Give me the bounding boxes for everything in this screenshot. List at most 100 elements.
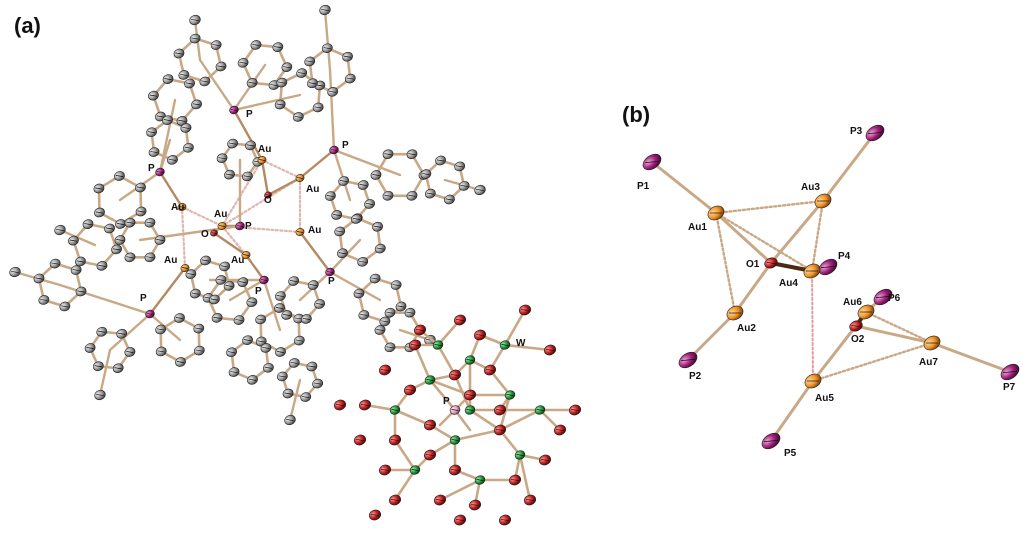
carbon-atom-axis <box>228 142 237 145</box>
carbon-atom-axis <box>264 366 273 369</box>
panel-a: P P P Au Au O Au Au P O Au Au Au P P P W… <box>9 4 582 526</box>
p-c-bond <box>332 148 352 202</box>
carbon-atom-axis <box>218 157 226 160</box>
carbon-atom-axis <box>278 81 286 84</box>
au-au-contact <box>220 158 264 228</box>
au-p-bond <box>930 341 1012 374</box>
oxygen-atom-axis <box>485 368 495 372</box>
carbon-atom-axis <box>290 361 298 364</box>
carbon-atom-axis <box>230 371 238 374</box>
label-o-center: O <box>201 229 209 240</box>
w-o-bond <box>498 408 542 432</box>
phosphorus-atom-axis <box>260 279 268 281</box>
carbon-atom-axis <box>276 295 285 298</box>
carbon-atom-axis <box>309 284 317 286</box>
carbon-atom-axis <box>286 418 294 422</box>
oxygen-atom-axis <box>380 468 390 472</box>
carbon-atom-axis <box>115 175 124 177</box>
carbon-atom-axis <box>239 61 247 64</box>
carbon-atom-axis <box>257 318 265 321</box>
carbon-atom-axis <box>147 131 156 134</box>
oxygen-atom-axis <box>380 368 390 372</box>
oxygen-atom-axis <box>495 408 505 412</box>
tungsten-atom-axis <box>466 359 474 361</box>
w-o-bond <box>438 478 482 502</box>
carbon-atom-axis <box>276 351 285 353</box>
carbon-atom-axis <box>146 221 154 224</box>
au-o-bond <box>714 211 773 265</box>
carbon-atom-axis <box>248 301 256 304</box>
carbon-atom-axis <box>408 153 416 156</box>
p-c-bond <box>328 68 336 152</box>
w-o-bond <box>468 408 502 432</box>
label-p-lower-mid: P <box>255 286 262 297</box>
au-p-bond <box>244 253 266 282</box>
carbon-atom-axis <box>176 361 185 363</box>
carbon-atom-axis <box>276 103 284 106</box>
w-o-bond <box>453 428 502 442</box>
carbon-atom-axis <box>243 175 252 178</box>
label-p-top: P <box>246 109 253 120</box>
phosphorus-atom-axis <box>230 109 238 111</box>
carbon-atom-axis <box>343 55 352 58</box>
carbon-atom-axis <box>112 248 121 251</box>
carbon-atom-axis <box>225 173 234 176</box>
label-O2: O2 <box>851 334 865 345</box>
au-p-bond <box>298 148 336 180</box>
oxygen-atom-axis <box>525 498 535 502</box>
oxygen-atom-axis <box>570 408 580 412</box>
carbon-atom-axis <box>77 290 85 293</box>
oxygen-atom-axis <box>450 373 460 377</box>
carbon-atom-axis <box>56 228 64 232</box>
label-P7: P7 <box>1003 382 1016 393</box>
carbon-atom-axis <box>201 80 209 83</box>
carbon-atom-axis <box>338 252 347 255</box>
phosphorus-atom-axis <box>236 225 244 227</box>
carbon-atom-axis <box>95 211 104 214</box>
au4-au5-contact <box>811 270 814 382</box>
phosphorus-atom-p6-axis <box>875 296 891 298</box>
w-o-bond <box>436 343 457 377</box>
phosphorus-atom-p5-axis <box>763 440 779 442</box>
carbon-atom-axis <box>321 8 329 12</box>
label-o-top: O <box>264 195 272 206</box>
au-p-bond <box>686 311 737 362</box>
methyl-bond <box>323 8 332 72</box>
label-Au6: Au6 <box>843 297 862 308</box>
au-o-bond <box>266 176 302 197</box>
carbon-atom-axis <box>278 375 287 378</box>
au-au-contact <box>811 341 934 383</box>
carbon-atom-axis <box>156 239 164 241</box>
oxygen-atom-axis <box>370 513 380 517</box>
label-p-right-top: P <box>342 140 349 151</box>
carbon-atom-axis <box>212 44 220 47</box>
w-o-bond <box>488 368 512 397</box>
carbon-atom-axis <box>289 280 298 283</box>
w-o-bond <box>428 378 472 397</box>
carbon-atom-axis <box>146 256 154 259</box>
carbon-atom-axis <box>105 227 114 230</box>
p-c-bond <box>232 93 302 112</box>
carbon-atom-axis <box>175 52 183 55</box>
carbon-atom-axis <box>386 311 394 314</box>
phosphorus-atom-axis <box>156 171 164 173</box>
label-Au5: Au5 <box>815 393 834 404</box>
gold-atom-axis <box>219 225 225 227</box>
au-o-bond <box>811 324 858 383</box>
phosphorus-atom-p7-axis <box>1002 371 1018 373</box>
panel-a-atom-labels: P P P Au Au O Au Au P O Au Au Au P P P W… <box>140 109 526 407</box>
carbon-atom-axis <box>270 84 278 87</box>
phosphorus-atom-axis <box>326 271 334 273</box>
tungsten-atom-axis <box>466 409 474 411</box>
w-o-bond <box>393 438 417 472</box>
carbon-atom-axis <box>302 317 311 320</box>
carbon-atom-axis <box>156 115 165 118</box>
panel-b-atom-labels: P1 P2 P3 P4 P5 P6 P7 Au1 Au2 Au3 Au4 Au5… <box>637 126 1016 459</box>
w-o-bond <box>503 308 527 347</box>
tungsten-atom-axis <box>536 409 544 411</box>
label-Au3: Au3 <box>801 182 820 193</box>
panel-a-bonds <box>13 8 482 422</box>
carbon-atom-axis <box>61 305 69 308</box>
carbon-atom-axis <box>294 115 302 118</box>
